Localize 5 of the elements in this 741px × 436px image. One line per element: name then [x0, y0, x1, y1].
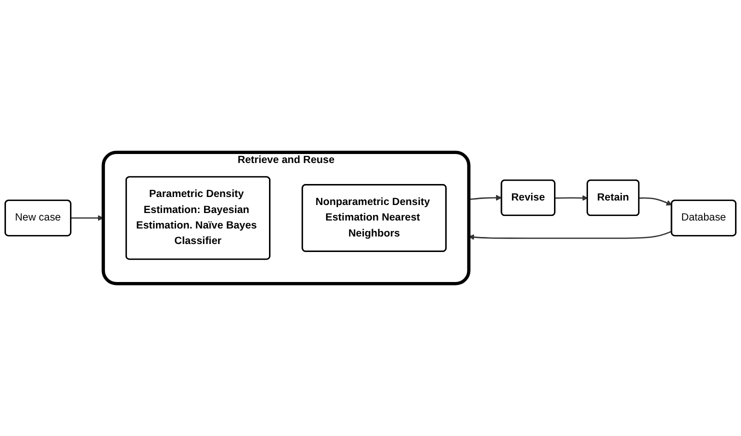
arrow	[639, 197, 672, 206]
arrow	[468, 194, 502, 201]
arrow	[555, 195, 588, 201]
arrow	[468, 230, 672, 240]
arrow	[70, 215, 104, 221]
